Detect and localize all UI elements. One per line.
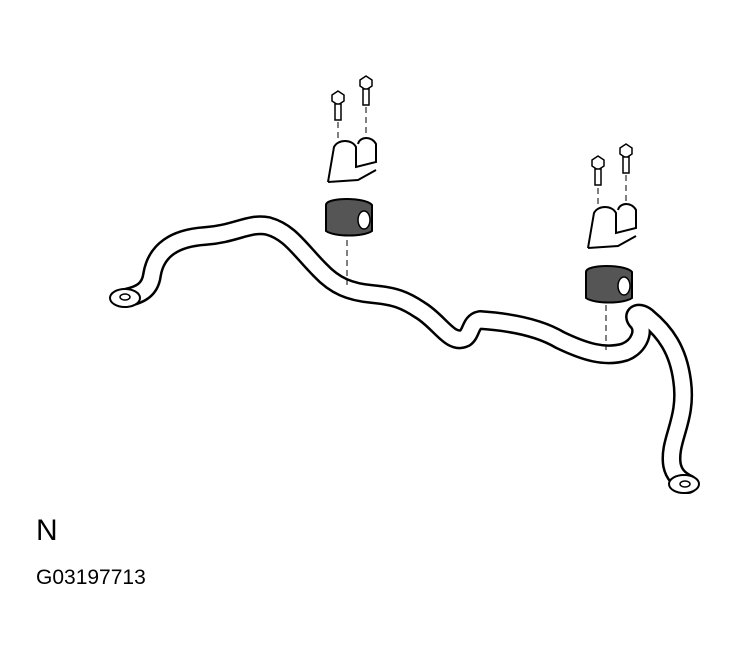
view-label: N — [36, 514, 58, 547]
bar-end-eye-left — [109, 288, 141, 308]
stabilizer-bar — [115, 215, 698, 494]
left-mount-assembly — [325, 75, 377, 285]
bar-end-eye-right — [668, 474, 700, 494]
bolt-icon — [359, 75, 373, 106]
bolt-icon — [331, 90, 345, 121]
bracket — [327, 137, 377, 183]
figure-code: G03197713 — [36, 566, 146, 589]
bolt-icon — [591, 155, 605, 186]
right-mount-assembly — [585, 143, 637, 350]
bracket — [587, 203, 637, 249]
bolt-icon — [619, 143, 633, 174]
